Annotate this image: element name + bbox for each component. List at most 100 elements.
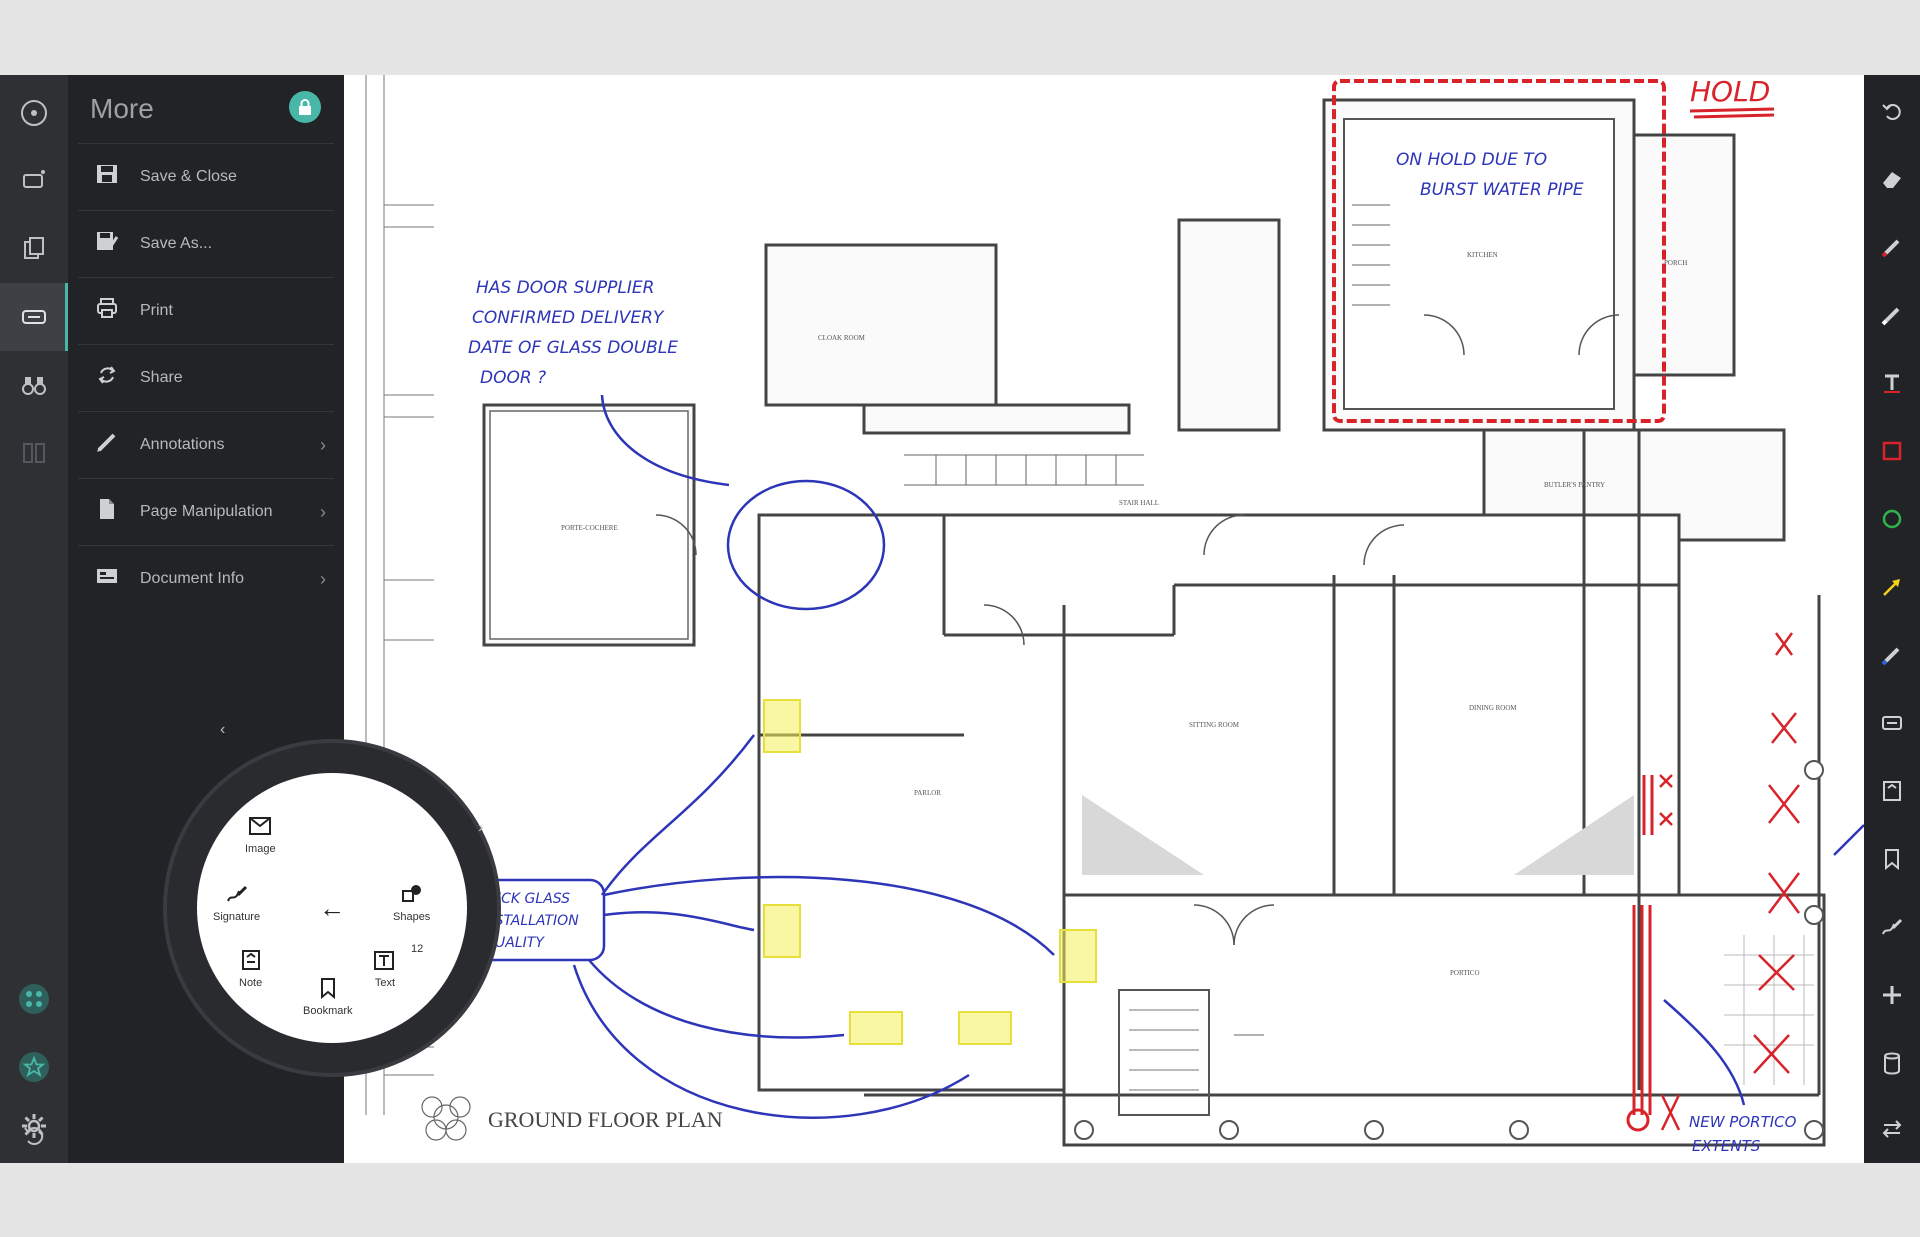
radial-menu: Image Signature ← Shapes Note xyxy=(197,773,467,1043)
blue-pen-icon[interactable] xyxy=(1864,627,1920,683)
lock-icon[interactable] xyxy=(289,91,321,123)
menu-label: Save As... xyxy=(140,235,213,252)
menu-annotations[interactable]: Annotations › xyxy=(78,411,334,478)
radial-label: Shapes xyxy=(393,911,431,923)
left-rail xyxy=(0,75,68,1163)
note-tool-icon[interactable] xyxy=(1864,763,1920,819)
chevron-right-icon: › xyxy=(320,501,326,522)
radial-note-button[interactable]: Note xyxy=(239,949,262,989)
back-circle-icon[interactable] xyxy=(0,79,68,147)
pen-icon[interactable] xyxy=(1864,287,1920,343)
binoculars-icon[interactable] xyxy=(0,351,68,419)
radial-label: Signature xyxy=(213,911,261,923)
print-icon xyxy=(90,296,124,326)
text-icon xyxy=(373,949,397,977)
star-icon[interactable] xyxy=(0,1033,68,1101)
room-label: PORCH xyxy=(1664,259,1687,267)
text-tool-icon[interactable] xyxy=(1864,355,1920,411)
chevron-left-icon[interactable]: ‹ xyxy=(220,721,226,738)
compare-icon[interactable] xyxy=(0,419,68,487)
circle-icon[interactable] xyxy=(1864,491,1920,547)
hold-note-line: ON HOLD DUE TO xyxy=(1396,150,1547,170)
arrow-icon[interactable] xyxy=(1864,559,1920,615)
menu-label: Document Info xyxy=(140,570,245,587)
glass-note-line: INSTALLATION xyxy=(480,913,579,929)
settings-gear-icon[interactable] xyxy=(0,1169,68,1237)
bookmark-icon xyxy=(319,977,337,1005)
menu-print[interactable]: Print xyxy=(78,277,334,344)
radial-label: Note xyxy=(239,977,263,989)
menu-label: Print xyxy=(140,302,173,319)
app-window: More Save & Close Save As... Print xyxy=(0,75,1920,1163)
signature-icon xyxy=(225,883,249,911)
portico-note-line: EXTENTS xyxy=(1692,1137,1761,1155)
room-label: KITCHEN xyxy=(1467,251,1498,259)
menu-label: Annotations xyxy=(140,436,225,453)
note-icon xyxy=(240,949,262,977)
add-icon[interactable] xyxy=(1864,967,1920,1023)
radial-bookmark-button[interactable]: Bookmark xyxy=(303,977,353,1017)
radial-text-button[interactable]: Text xyxy=(373,949,397,989)
eraser-icon[interactable] xyxy=(1864,151,1920,207)
menu-page-manipulation[interactable]: Page Manipulation › xyxy=(78,478,334,545)
chevron-right-icon[interactable]: › xyxy=(478,819,484,836)
portico-note-line: NEW PORTICO xyxy=(1689,1113,1797,1131)
gear-icon xyxy=(20,1112,48,1145)
radial-label: Image xyxy=(245,843,276,855)
radial-shapes-button[interactable]: Shapes xyxy=(393,883,430,923)
room-label: PARLOR xyxy=(914,789,941,797)
room-label: BUTLER'S PANTRY xyxy=(1544,481,1605,489)
door-note-line: DATE OF GLASS DOUBLE xyxy=(468,338,678,358)
save-close-icon xyxy=(90,162,124,192)
room-label: STAIR HALL xyxy=(1119,499,1159,507)
apps-icon[interactable] xyxy=(0,965,68,1033)
document-info-icon xyxy=(90,564,124,594)
flyout-title: More xyxy=(90,93,154,124)
room-label: CLOAK ROOM xyxy=(818,334,866,342)
door-note-line: HAS DOOR SUPPLIER xyxy=(476,278,654,298)
trash-icon[interactable] xyxy=(1864,1035,1920,1091)
menu-save-as[interactable]: Save As... xyxy=(78,210,334,277)
menu-label: Save & Close xyxy=(140,168,237,185)
more-icon[interactable] xyxy=(0,283,68,351)
share-icon xyxy=(90,363,124,393)
room-label: SITTING ROOM xyxy=(1189,721,1240,729)
settings-button[interactable] xyxy=(0,1094,68,1162)
pen-icon xyxy=(90,430,124,460)
rectangle-icon[interactable] xyxy=(1864,423,1920,479)
save-as-icon xyxy=(90,229,124,259)
room-label: PORTICO xyxy=(1450,969,1480,977)
door-note-line: DOOR ? xyxy=(480,368,546,388)
menu-label: Page Manipulation xyxy=(140,503,273,520)
menu-share[interactable]: Share xyxy=(78,344,334,411)
swap-icon[interactable] xyxy=(1864,1101,1920,1157)
room-label: DINING ROOM xyxy=(1469,704,1517,712)
glass-note-line: QUALITY xyxy=(484,935,545,951)
image-icon xyxy=(248,815,272,843)
page-icon xyxy=(90,497,124,527)
shapes-icon xyxy=(400,883,424,911)
chevron-right-icon: › xyxy=(320,568,326,589)
radial-label: Bookmark xyxy=(303,1005,353,1017)
document-canvas[interactable]: KITCHEN PORCH CLOAK ROOM PORTE-COCHERE B… xyxy=(344,75,1864,1163)
menu-save-close[interactable]: Save & Close xyxy=(78,143,334,210)
radial-image-button[interactable]: Image xyxy=(245,815,276,855)
tablet-icon[interactable] xyxy=(0,147,68,215)
right-toolbar xyxy=(1864,75,1920,1163)
radial-signature-button[interactable]: Signature xyxy=(213,883,260,923)
plan-title: GROUND FLOOR PLAN xyxy=(488,1107,723,1132)
radial-back-button[interactable]: ← xyxy=(319,895,345,921)
stamp-icon[interactable] xyxy=(1864,695,1920,751)
menu-document-info[interactable]: Document Info › xyxy=(78,545,334,612)
hold-label: HOLD xyxy=(1690,75,1770,108)
signature-tool-icon[interactable] xyxy=(1864,899,1920,955)
undo-icon[interactable] xyxy=(1864,83,1920,139)
red-pen-icon[interactable] xyxy=(1864,219,1920,275)
hold-note-line: BURST WATER PIPE xyxy=(1420,180,1584,200)
bookmark-tool-icon[interactable] xyxy=(1864,831,1920,887)
menu-label: Share xyxy=(140,369,183,386)
door-note-line: CONFIRMED DELIVERY xyxy=(472,308,665,328)
chevron-right-icon: › xyxy=(320,434,326,455)
pages-icon[interactable] xyxy=(0,215,68,283)
radial-label: Text xyxy=(374,977,396,989)
